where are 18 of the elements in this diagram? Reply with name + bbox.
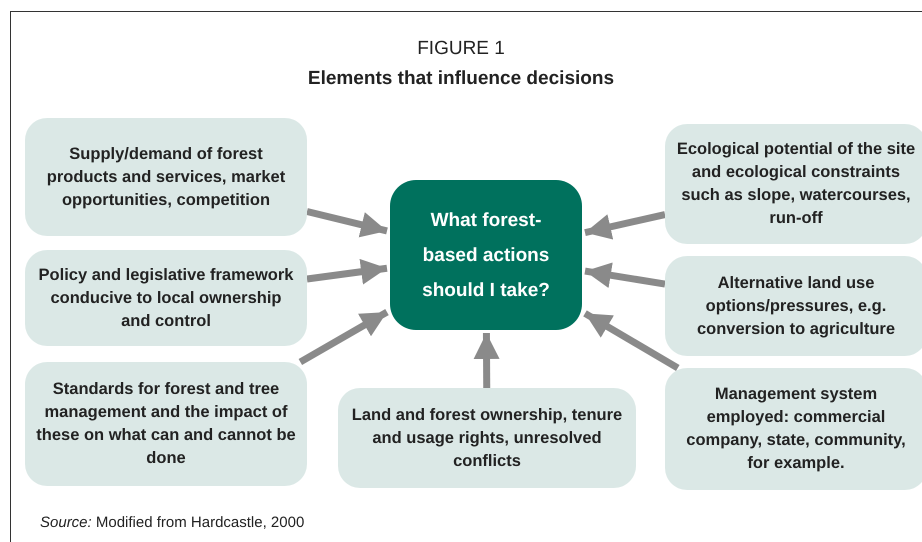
arrow (584, 262, 666, 288)
arrow (298, 309, 389, 366)
arrow (306, 258, 388, 285)
factor-box: Ecological potential of the site and ecological constraints such as slope, watercourses, run-off (665, 124, 922, 244)
arrow (306, 208, 388, 238)
factor-box: Alternative land use options/pressures, e.g. conversion to agriculture (665, 256, 922, 356)
figure-number: FIGURE 1 (417, 38, 505, 59)
source-caption: Source: Modified from Hardcastle, 2000 (40, 514, 304, 531)
diagram-title: Elements that influence decisions (308, 68, 614, 89)
arrow (583, 310, 680, 372)
question-box: What forest-based actions should I take? (390, 180, 582, 330)
factor-box: Management system employed: commercial company, state, community, for example. (665, 368, 922, 490)
arrow (474, 332, 500, 388)
factor-box: Policy and legislative framework conducive to local ownership and control (25, 250, 307, 346)
factor-box: Standards for forest and tree management and the impact of these on what can and cannot be done (25, 362, 307, 486)
factor-box: Land and forest ownership, tenure and usage rights, unresolved conflicts (338, 388, 636, 488)
arrow (584, 211, 666, 240)
factor-box: Supply/demand of forest products and services, market opportunities, competition (25, 118, 307, 236)
